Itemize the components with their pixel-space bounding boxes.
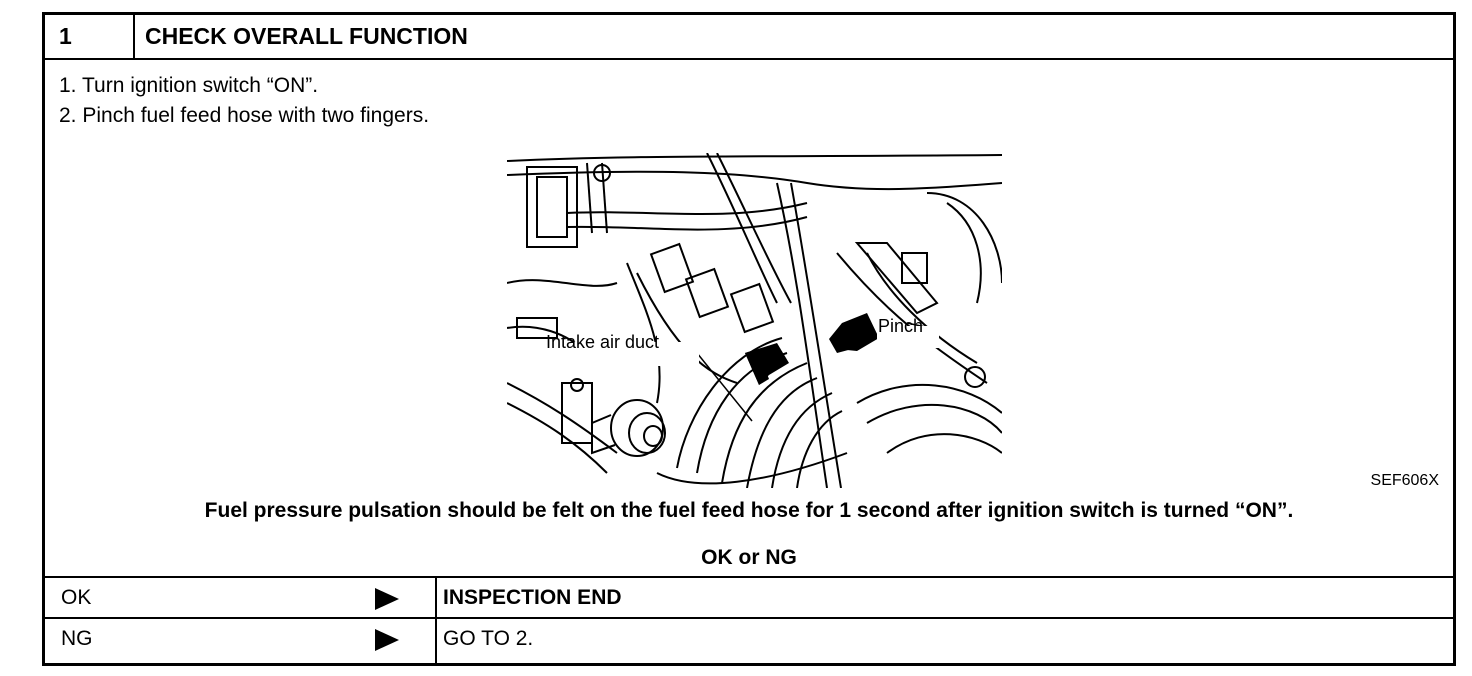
- outcome-divider: [435, 578, 437, 617]
- instruction-item: 1. Turn ignition switch “ON”.: [59, 74, 319, 97]
- outcome-action: INSPECTION END: [443, 586, 622, 609]
- outcome-row-ok: OK INSPECTION END: [45, 576, 1453, 617]
- outcome-divider: [435, 619, 437, 663]
- instruction-list: 1. Turn ignition switch “ON”. 2. Pinch f…: [59, 71, 429, 131]
- label-intake-air-duct: Intake air duct: [546, 332, 660, 352]
- instruction-item: 2. Pinch fuel feed hose with two fingers…: [59, 104, 430, 127]
- outcome-action: GO TO 2.: [443, 627, 534, 650]
- outcome-condition: OK: [61, 586, 92, 609]
- step-number: 1: [45, 15, 135, 58]
- step-title: CHECK OVERALL FUNCTION: [145, 23, 468, 49]
- step-header: 1 CHECK OVERALL FUNCTION: [45, 15, 1453, 60]
- outcome-row-ng: NG GO TO 2.: [45, 617, 1453, 663]
- procedure-table: 1 CHECK OVERALL FUNCTION 1. Turn ignitio…: [42, 12, 1456, 666]
- decision-prompt: OK or NG: [701, 546, 797, 569]
- outcome-condition: NG: [61, 627, 93, 650]
- play-arrow-icon: [375, 629, 399, 651]
- expected-result: Fuel pressure pulsation should be felt o…: [204, 499, 1294, 522]
- play-arrow-icon: [375, 588, 399, 610]
- engine-illustration: [507, 153, 1002, 488]
- label-pinch: Pinch: [878, 316, 924, 336]
- figure-code: SEF606X: [1370, 472, 1439, 489]
